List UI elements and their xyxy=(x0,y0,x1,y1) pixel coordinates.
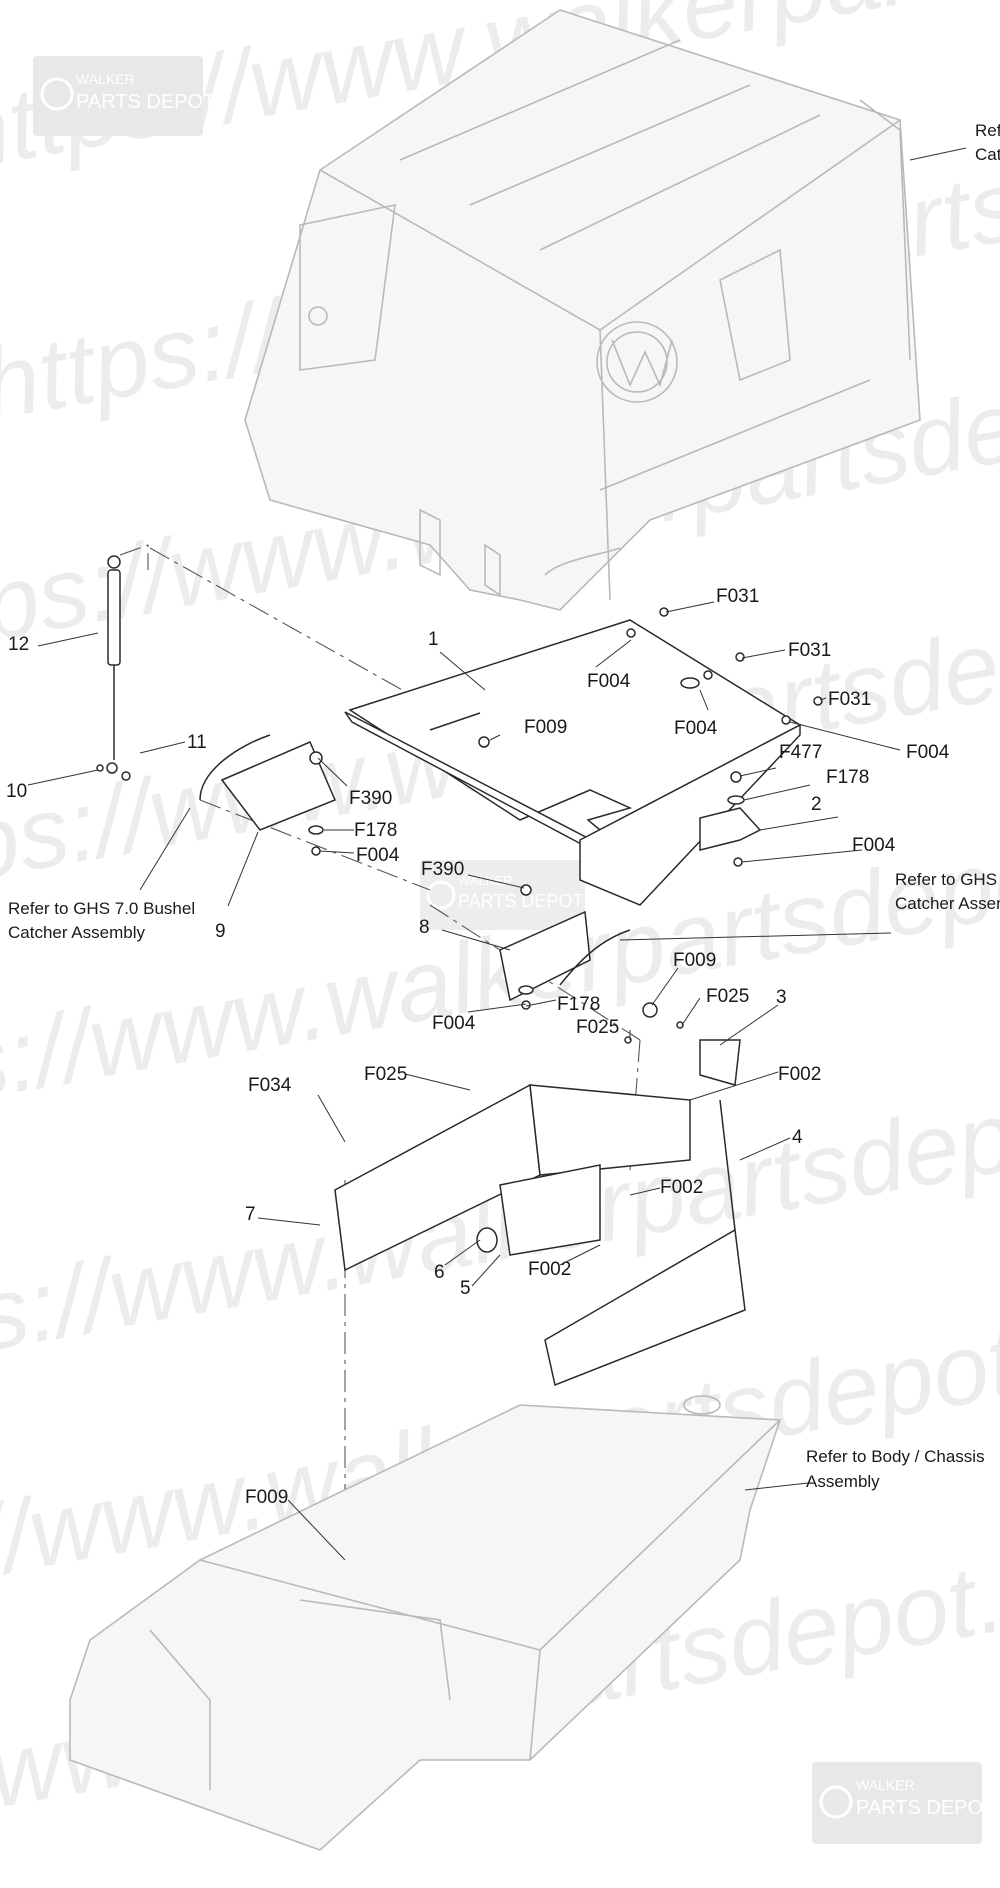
callout-7: 7 xyxy=(245,1204,256,1225)
ref-bushel-line2: Catcher Assembly xyxy=(8,923,145,942)
callout-f025-a: F025 xyxy=(706,986,749,1007)
logo-line2: PARTS DEPOT xyxy=(856,1797,995,1819)
callout-f004-b: F004 xyxy=(674,718,718,739)
watermark-logo-mid: WALKER PARTS DEPOT xyxy=(420,860,585,930)
part-7-vent-panel xyxy=(334,1083,691,1272)
phantom-line xyxy=(119,544,149,570)
callout-f004-d: F004 xyxy=(356,845,400,866)
callout-f009-b: F009 xyxy=(673,950,716,971)
watermark-logo-bottom: WALKER PARTS DEPOT xyxy=(812,1762,995,1844)
ref-bushel-line1: Refer to GHS 7.0 Bushel xyxy=(8,899,195,918)
part-5-6-cover xyxy=(476,1164,601,1256)
callout-6: 6 xyxy=(434,1262,445,1283)
callout-f004-a: F004 xyxy=(587,671,631,692)
callout-2: 2 xyxy=(811,794,822,815)
part-8-bracket xyxy=(499,884,631,1010)
part-2-bracket xyxy=(699,771,762,867)
plate-fasteners xyxy=(659,607,823,725)
callout-f002-b: F002 xyxy=(660,1177,703,1198)
chassis-reference xyxy=(69,1395,782,1851)
callout-8: 8 xyxy=(419,917,430,938)
phantom-line xyxy=(199,799,431,891)
callout-11: 11 xyxy=(187,732,207,753)
logo-line2: PARTS DEPOT xyxy=(458,891,583,911)
callout-f004-c: F004 xyxy=(906,742,950,763)
part-1-mount-plate xyxy=(344,619,802,906)
reference-notes: Refe Catc Refer to GHS 7.0 Bushel Catche… xyxy=(8,121,1000,1491)
callout-12: 12 xyxy=(8,634,29,655)
callout-f025-c: F025 xyxy=(364,1064,407,1085)
callout-f178-b: F178 xyxy=(826,767,869,788)
ref-chassis-line2: Assembly xyxy=(806,1472,880,1491)
callout-f025-b: F025 xyxy=(576,1017,619,1038)
callout-f390-b: F390 xyxy=(421,859,464,880)
ref-top-right-line2: Catc xyxy=(975,145,1000,164)
callout-f477: F477 xyxy=(779,742,822,763)
callout-f004-f: F004 xyxy=(432,1013,476,1034)
grass-catcher-reference xyxy=(244,9,921,611)
phantom-line xyxy=(629,1039,641,1171)
callout-1: 1 xyxy=(428,629,439,650)
callout-f034: F034 xyxy=(248,1075,292,1096)
gas-strut xyxy=(96,555,131,781)
phantom-line xyxy=(149,547,421,701)
callout-10: 10 xyxy=(6,781,27,802)
callout-f009-a: F009 xyxy=(524,717,567,738)
callout-5: 5 xyxy=(460,1278,471,1299)
callout-f390-a: F390 xyxy=(349,788,392,809)
callout-3: 3 xyxy=(776,987,787,1008)
logo-line1: WALKER xyxy=(458,873,512,888)
ref-ghs-right-line1: Refer to GHS 7.0 xyxy=(895,870,1000,889)
callout-f031-a: F031 xyxy=(716,586,759,607)
leader-lines xyxy=(27,147,967,1561)
callout-f002-c: F002 xyxy=(528,1259,571,1280)
callout-labels: 1 2 3 4 5 6 7 8 9 10 11 12 F031 F031 F03… xyxy=(6,586,950,1508)
ref-ghs-right-line2: Catcher Assembl xyxy=(895,894,1000,913)
callout-f031-b: F031 xyxy=(788,640,831,661)
callout-f009-c: F009 xyxy=(245,1487,288,1508)
ref-top-right-line1: Refe xyxy=(975,121,1000,140)
callout-f178-c: F178 xyxy=(557,994,600,1015)
callout-f031-c: F031 xyxy=(828,689,871,710)
callout-f178-a: F178 xyxy=(354,820,397,841)
logo-line2: PARTS DEPOT xyxy=(76,91,215,113)
logo-line1: WALKER xyxy=(76,71,135,87)
callout-9: 9 xyxy=(215,921,226,942)
logo-line1: WALKER xyxy=(856,1777,915,1793)
callout-4: 4 xyxy=(792,1127,803,1148)
callout-f004-e: F004 xyxy=(852,835,896,856)
callout-f002-a: F002 xyxy=(778,1064,821,1085)
part-9-bracket xyxy=(199,734,336,856)
ref-chassis-line1: Refer to Body / Chassis xyxy=(806,1447,985,1466)
part-3-strip xyxy=(624,1002,741,1086)
part-4-vent-panel xyxy=(544,1099,746,1387)
watermark-logo-top: WALKER PARTS DEPOT xyxy=(33,56,215,136)
